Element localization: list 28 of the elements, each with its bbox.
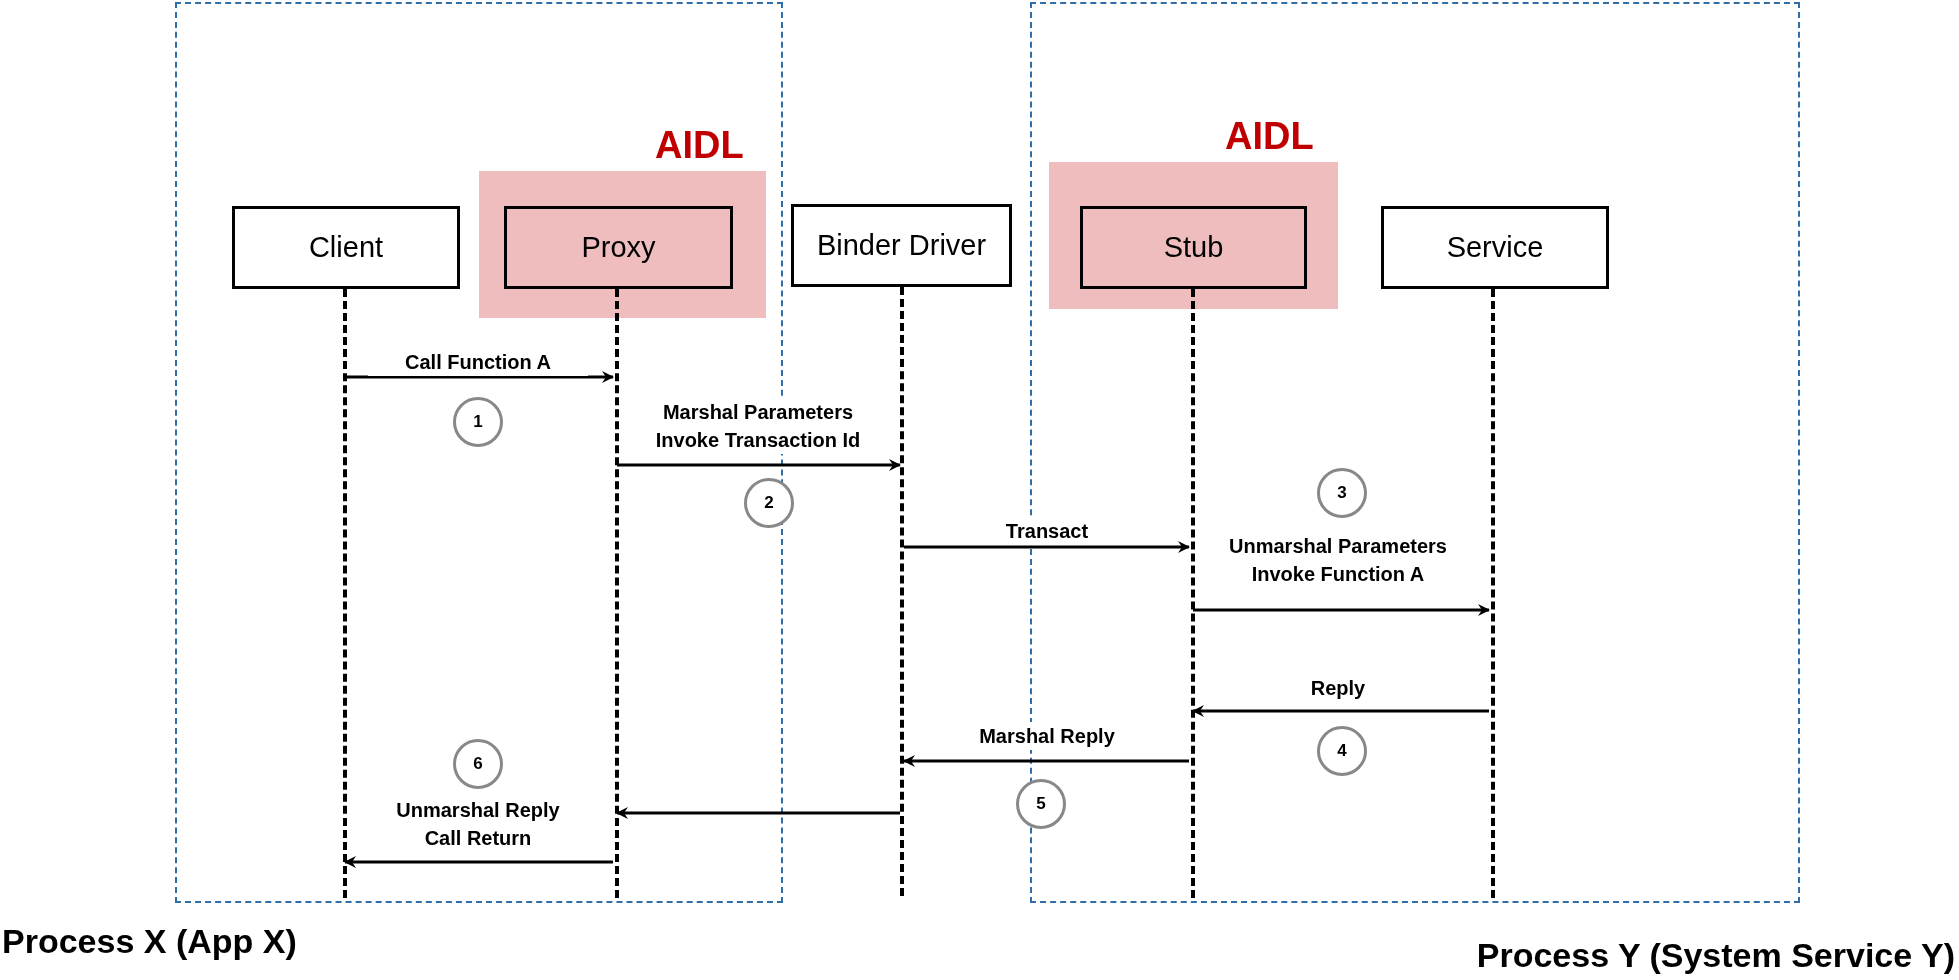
participant-box: Proxy: [504, 206, 733, 289]
message-arrow: [904, 541, 1190, 553]
message-arrow: [616, 807, 900, 819]
participant-box: Service: [1381, 206, 1609, 289]
step-number: 4: [1317, 726, 1367, 776]
participant-box: Stub: [1080, 206, 1307, 289]
message-arrow: [617, 459, 901, 471]
step-number: 6: [453, 739, 503, 789]
participant-box: Binder Driver: [791, 204, 1012, 287]
process-title: Process Y (System Service Y): [1476, 935, 1955, 976]
aidl-title: AIDL: [1225, 114, 1314, 159]
message-arrow: [344, 856, 613, 868]
step-number: 3: [1317, 468, 1367, 518]
step-number: 5: [1016, 779, 1066, 829]
lifeline: [1491, 289, 1495, 898]
lifeline: [615, 289, 619, 898]
lifeline: [343, 289, 347, 898]
lifeline: [900, 287, 904, 896]
step-number: 2: [744, 478, 794, 528]
message-arrow: [903, 755, 1189, 767]
participant-box: Client: [232, 206, 460, 289]
lifeline: [1191, 289, 1195, 898]
process-title: Process X (App X): [2, 921, 297, 962]
message-arrow: [345, 371, 614, 383]
step-number: 1: [453, 397, 503, 447]
message-arrow: [1193, 604, 1490, 616]
aidl-title: AIDL: [655, 123, 744, 168]
message-arrow: [1192, 705, 1489, 717]
